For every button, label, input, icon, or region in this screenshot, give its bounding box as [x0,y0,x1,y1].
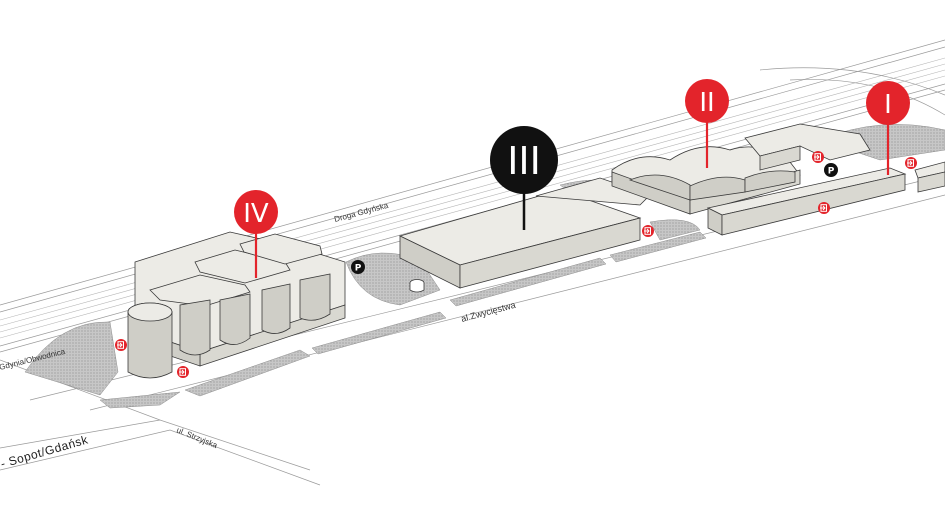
hall-ii-label: II [699,88,714,118]
building-hall-iv[interactable] [127,231,346,379]
map-pin-icon-hall-ii[interactable]: II [685,79,729,168]
hall-iii-label: III [507,139,541,183]
parking-label: P [355,264,362,274]
building-hall-iii[interactable] [398,177,651,289]
building-hall-i[interactable] [706,161,945,236]
entrance-icon[interactable] [114,338,128,352]
street-label-al-zwyciestwa: al.Zwycięstwa [460,300,517,324]
parking-label: P [828,167,835,177]
kiosk [409,279,425,293]
building-hall-ii[interactable] [611,123,871,215]
hall-i-label: I [884,90,892,120]
parking-icon[interactable]: P [351,260,365,274]
hall-iv-label: IV [243,199,269,229]
entrance-icon[interactable] [176,365,190,379]
map-pin-icon-hall-i[interactable]: I [866,81,910,175]
entrance-icon[interactable] [904,156,918,170]
entrance-icon[interactable] [817,201,831,215]
map-pin-icon-hall-iv[interactable]: IV [234,190,278,278]
entrance-icon[interactable] [811,150,825,164]
entrance-icon[interactable] [641,224,655,238]
map-pin-icon-hall-iii[interactable]: III [490,126,558,230]
parking-icon[interactable]: P [824,163,838,177]
